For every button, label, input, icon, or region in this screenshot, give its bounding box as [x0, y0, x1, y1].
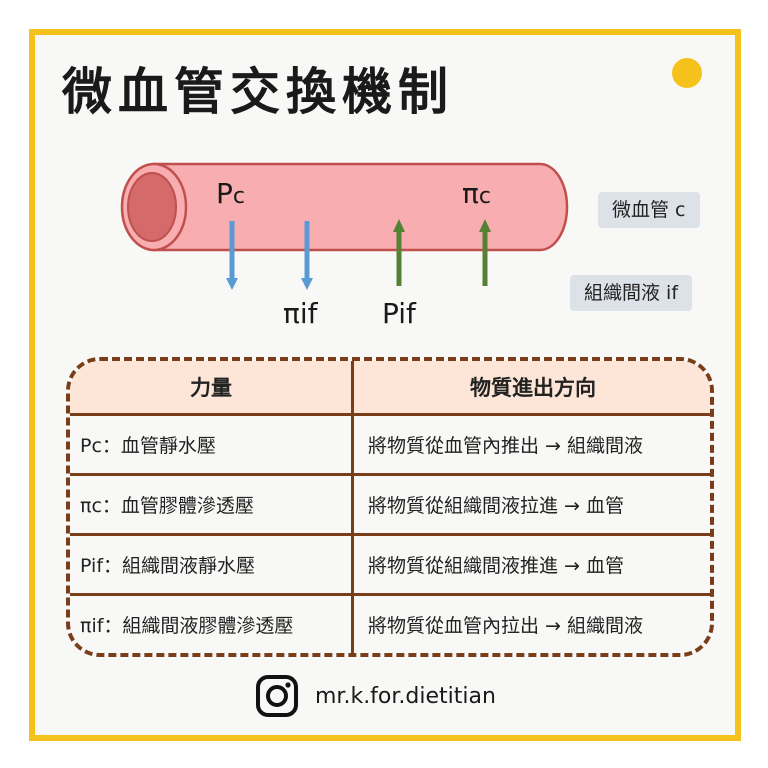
direction-cell: 將物質從血管內推出 → 組織間液 — [368, 435, 643, 457]
instagram-handle[interactable]: mr.k.for.dietitian — [315, 683, 496, 709]
page-title: 微血管交換機制 — [62, 63, 454, 121]
force-cell: πif：組織間液膠體滲透壓 — [80, 615, 294, 637]
label-pif: Pif — [382, 297, 416, 330]
header-force: 力量 — [190, 376, 232, 400]
arrow-pic-in — [479, 219, 491, 286]
footer: mr.k.for.dietitian — [255, 672, 496, 720]
direction-cell: 將物質從血管內拉出 → 組織間液 — [368, 615, 643, 637]
forces-table: 力量 物質進出方向 Pc：血管靜水壓 將物質從血管內推出 → 組織間液 πc：血… — [66, 357, 714, 657]
direction-cell: 將物質從組織間液拉進 → 血管 — [368, 495, 624, 517]
column-divider — [351, 361, 354, 653]
label-pic: πc — [462, 177, 491, 210]
table-header: 力量 物質進出方向 — [70, 361, 710, 413]
tag-interstitial: 組織間液 if — [570, 275, 693, 311]
label-piif: πif — [283, 297, 318, 330]
table-row: πc：血管膠體滲透壓 將物質從組織間液拉進 → 血管 — [70, 476, 710, 533]
row-divider — [70, 533, 710, 536]
header-direction: 物質進出方向 — [470, 376, 596, 400]
arrow-pif-in — [393, 219, 405, 286]
table-row: Pc：血管靜水壓 將物質從血管內推出 → 組織間液 — [70, 416, 710, 473]
force-cell: πc：血管膠體滲透壓 — [80, 495, 254, 517]
arrow-pc-out — [226, 221, 238, 290]
row-divider — [70, 593, 710, 596]
instagram-icon[interactable] — [255, 674, 299, 718]
force-cell: Pc：血管靜水壓 — [80, 435, 216, 457]
capillary-lumen — [127, 172, 177, 242]
arrow-piif-out — [301, 221, 313, 290]
direction-cell: 將物質從組織間液推進 → 血管 — [368, 555, 624, 577]
tag-capillary: 微血管 c — [598, 192, 700, 228]
decor-dot — [672, 58, 702, 88]
row-divider — [70, 473, 710, 476]
force-cell: Pif：組織間液靜水壓 — [80, 555, 256, 577]
capillary-tube — [152, 162, 569, 252]
table-row: πif：組織間液膠體滲透壓 將物質從血管內拉出 → 組織間液 — [70, 596, 710, 653]
row-divider — [70, 413, 710, 416]
label-pc: Pc — [216, 177, 245, 210]
table-row: Pif：組織間液靜水壓 將物質從組織間液推進 → 血管 — [70, 536, 710, 593]
